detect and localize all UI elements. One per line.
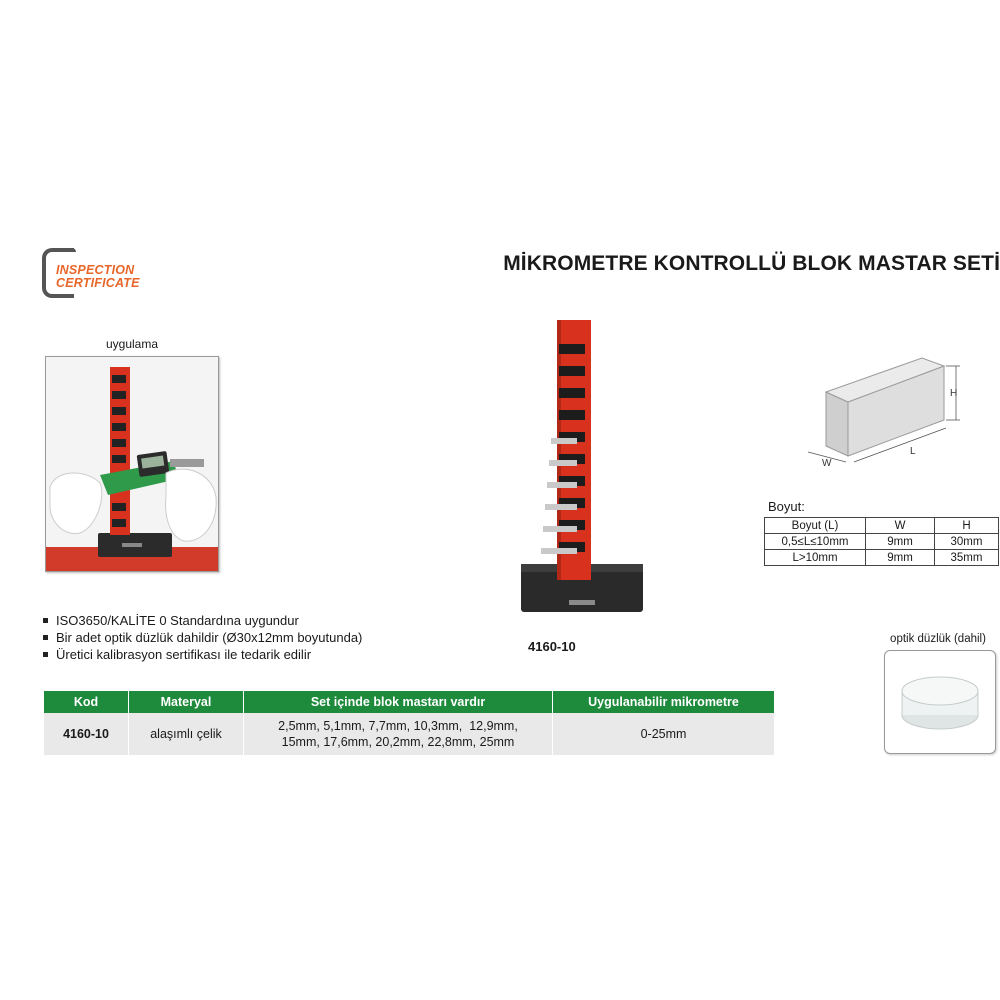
dim-cell: 30mm [934,533,999,550]
optical-flat-caption: optik düzlük (dahil) [890,633,986,645]
feature-list: ISO3650/KALİTE 0 Standardına uygundur Bi… [42,612,442,663]
spec-code: 4160-10 [44,713,129,755]
dimensions-table: Boyut (L) W H 0,5≤L≤10mm 9mm 30mm L>10mm… [764,517,999,566]
application-photo-illustration [46,357,218,571]
spec-header-row: Kod Materyal Set içinde blok mastarı var… [44,691,774,713]
spec-header-code: Kod [44,691,129,713]
dimensions-header-row: Boyut (L) W H [764,517,999,534]
optical-flat-image [884,650,996,754]
spec-micrometer: 0-25mm [552,713,774,755]
spec-header-material: Materyal [128,691,244,713]
dim-cell: 9mm [865,533,935,550]
optical-flat-illustration [901,676,979,730]
product-model-number: 4160-10 [528,639,576,654]
spec-blocks: 2,5mm, 5,1mm, 7,7mm, 10,3mm, 12,9mm, 15m… [243,713,553,755]
list-item: Üretici kalibrasyon sertifikası ile teda… [42,646,442,663]
logo-line-2: CERTIFICATE [56,276,140,290]
logo-line-1: INSPECTION [56,263,135,277]
list-item: ISO3650/KALİTE 0 Standardına uygundur [42,612,442,629]
specification-table: Kod Materyal Set içinde blok mastarı var… [44,691,774,755]
application-caption: uygulama [105,337,159,351]
dim-cell: 35mm [934,549,999,566]
dim-header-w: W [865,517,935,534]
label-h: H [950,388,957,399]
dim-header-size: Boyut (L) [764,517,866,534]
list-item: Bir adet optik düzlük dahildir (Ø30x12mm… [42,629,442,646]
dim-header-h: H [934,517,999,534]
spec-header-micrometer: Uygulanabilir mikrometre [552,691,774,713]
spec-blocks-line-2: 15mm, 17,6mm, 20,2mm, 22,8mm, 25mm [281,735,515,749]
inspection-certificate-logo: INSPECTION CERTIFICATE [42,248,182,298]
logo-frame [42,248,76,298]
page-title: MİKROMETRE KONTROLLÜ BLOK MASTAR SETİ [503,252,1000,275]
dimensions-title: Boyut: [768,499,805,514]
block-gauge-stand-illustration [521,320,643,612]
table-row: 4160-10 alaşımlı çelik 2,5mm, 5,1mm, 7,7… [44,713,774,755]
dim-cell: 0,5≤L≤10mm [764,533,866,550]
dim-cell: 9mm [865,549,935,566]
label-l: L [910,446,916,457]
table-row: L>10mm 9mm 35mm [764,549,999,566]
table-row: 0,5≤L≤10mm 9mm 30mm [764,533,999,550]
logo-text: INSPECTION CERTIFICATE [56,264,140,290]
application-photo [45,356,219,572]
label-w: W [822,458,832,466]
block-isometric-drawing: H L W [807,357,960,469]
product-image [505,318,655,618]
block-dimension-diagram: H L W [800,356,1000,469]
dim-cell: L>10mm [764,549,866,566]
spec-blocks-line-1: 2,5mm, 5,1mm, 7,7mm, 10,3mm, 12,9mm, [278,719,518,733]
spec-header-blocks: Set içinde blok mastarı vardır [243,691,553,713]
spec-material: alaşımlı çelik [128,713,244,755]
